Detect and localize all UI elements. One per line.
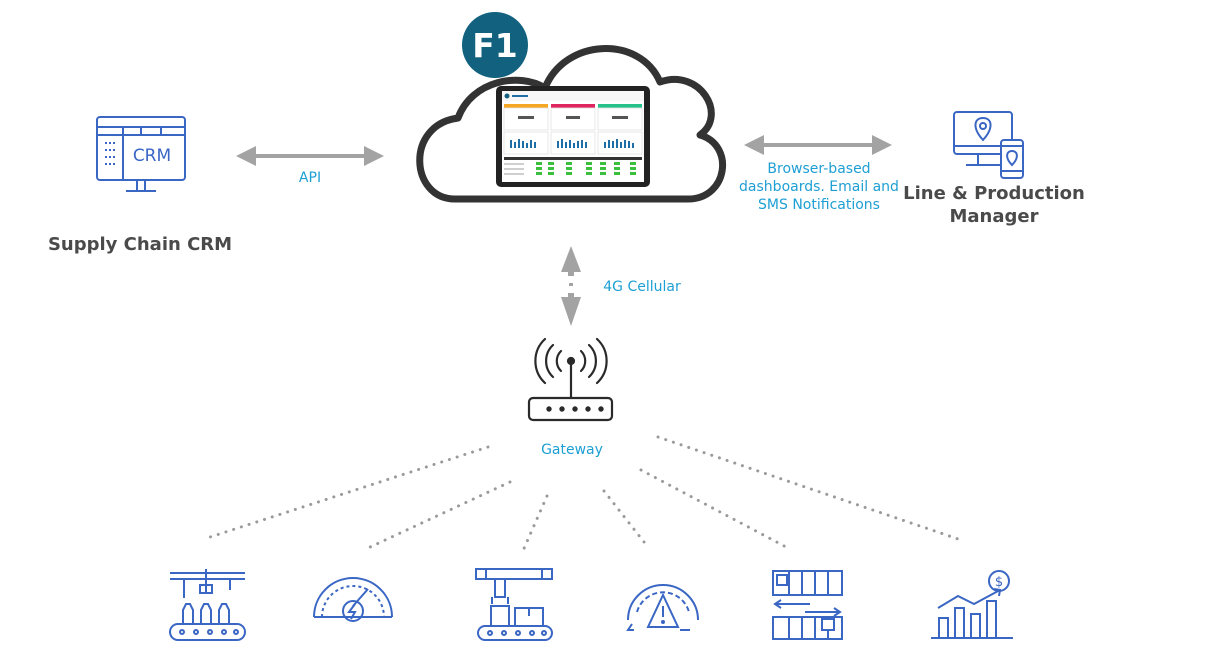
robotic-arm-icon: [475, 568, 553, 641]
manager-label-line1: Line & Production: [903, 183, 1085, 204]
manager-label: Line & Production Manager: [884, 182, 1104, 228]
f1-logo: F1: [462, 12, 528, 78]
gateway-label: Gateway: [541, 442, 603, 458]
crm-monitor-icon: [96, 116, 186, 192]
cellular-label: 4G Cellular: [603, 279, 681, 295]
dashboard-link-label: Browser-based dashboards. Email and SMS …: [729, 160, 909, 214]
gateway-router-icon: [527, 337, 614, 422]
warning-gauge-icon: [626, 584, 699, 631]
f1-logo-text: F1: [472, 26, 518, 65]
dollar-sign-glyph: $: [995, 575, 1003, 590]
conveyor-sorting-icon: [772, 570, 843, 640]
manager-devices-icon: [953, 111, 1024, 179]
cellular-arrow: [561, 246, 581, 326]
dashboard-link-line3: SMS Notifications: [758, 197, 880, 213]
api-label: API: [298, 170, 322, 186]
crm-label: Supply Chain CRM: [47, 234, 233, 255]
crm-screen-text: CRM: [133, 146, 171, 166]
gateway-connections: [202, 435, 966, 555]
profit-chart-icon: [931, 570, 1013, 639]
dashboard-tablet: [496, 86, 650, 187]
manager-label-line2: Manager: [949, 206, 1039, 227]
energy-gauge-icon: [313, 577, 393, 622]
dashboard-link-line1: Browser-based: [767, 161, 871, 177]
bottling-line-icon: [169, 569, 246, 641]
dashboard-link-line2: dashboards. Email and: [739, 179, 899, 195]
